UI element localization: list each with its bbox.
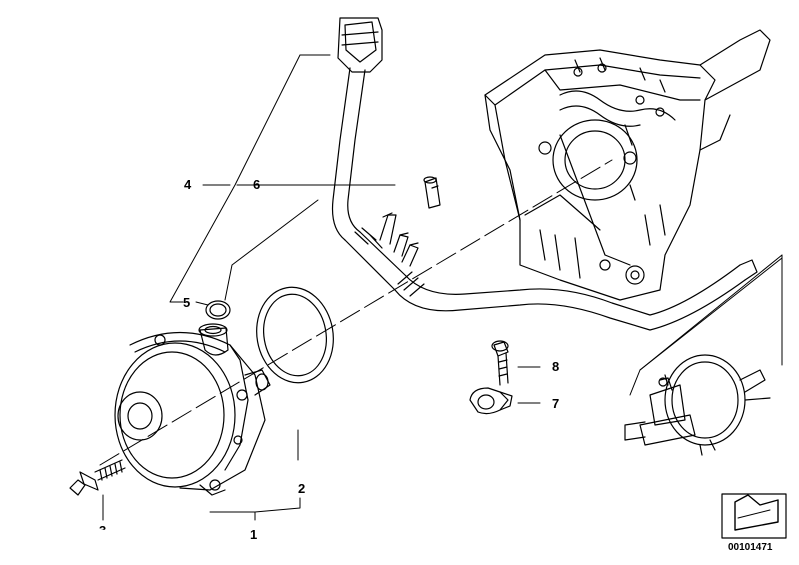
bolt bbox=[491, 340, 509, 386]
stud-bolt bbox=[69, 459, 126, 496]
label-part-1: 1 bbox=[250, 527, 258, 542]
label-part-3: 3 bbox=[99, 523, 107, 538]
pipe-fitting bbox=[423, 176, 441, 209]
vacuum-pump-icon bbox=[114, 323, 271, 496]
label-part-6: 6 bbox=[253, 177, 261, 192]
label-part-5: 5 bbox=[183, 295, 191, 310]
brake-booster-icon bbox=[624, 354, 771, 456]
label-part-7: 7 bbox=[552, 396, 560, 411]
document-number: 00101471 bbox=[728, 542, 773, 553]
hose-clamp bbox=[469, 387, 513, 415]
arrow-icon bbox=[734, 494, 779, 531]
reference-box bbox=[721, 493, 787, 539]
vacuum-hose bbox=[331, 17, 758, 331]
label-part-8: 8 bbox=[552, 359, 560, 374]
label-part-4: 4 bbox=[184, 177, 192, 192]
o-ring bbox=[205, 300, 231, 320]
label-part-2: 2 bbox=[298, 481, 306, 496]
engine-block-icon bbox=[484, 29, 771, 301]
seal-ring bbox=[256, 286, 334, 384]
leader-lines bbox=[99, 54, 783, 521]
